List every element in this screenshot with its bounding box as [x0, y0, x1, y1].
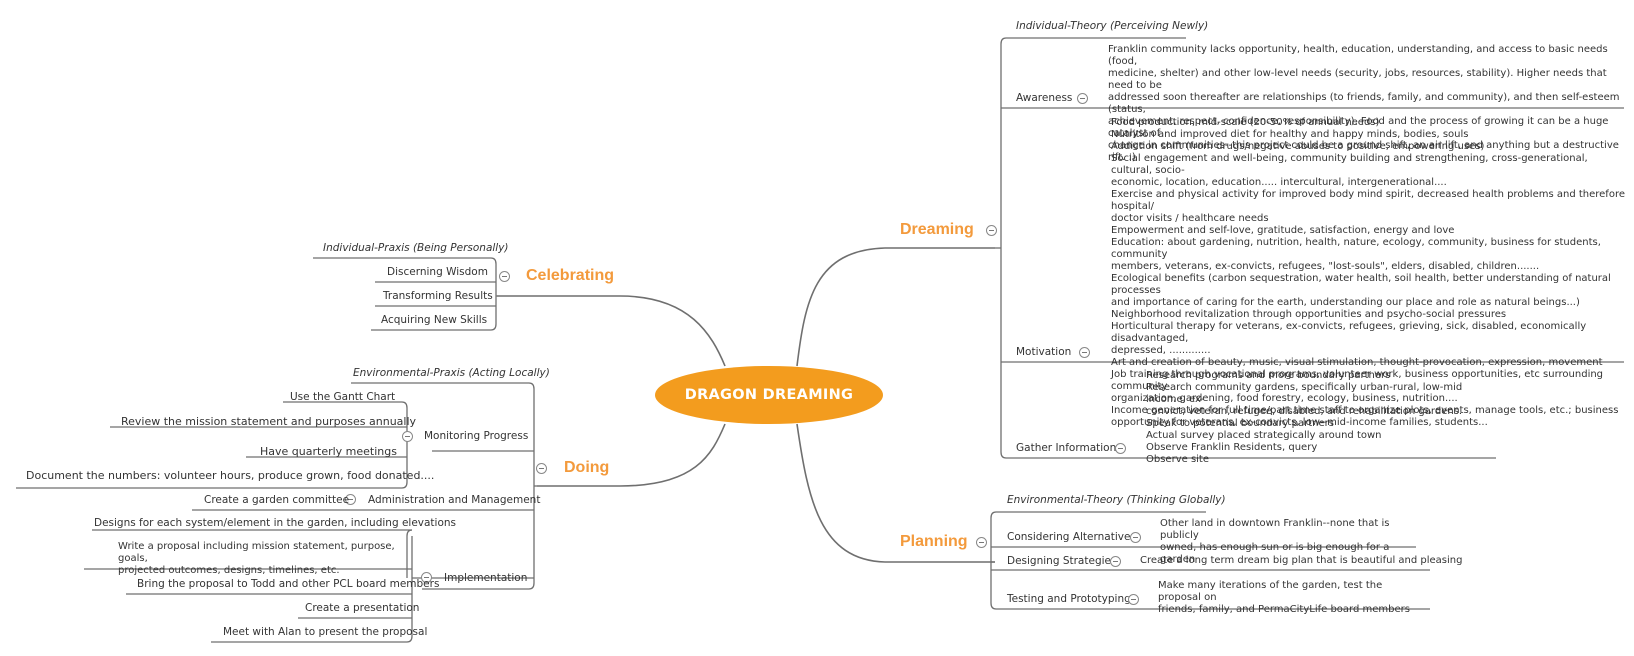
gather-information-text: Research programs and more boundary part…: [1146, 370, 1463, 465]
collapse-monitoring-progress-icon[interactable]: [402, 431, 413, 442]
implementation-item-create-presentation[interactable]: Create a presentation: [305, 602, 420, 614]
collapse-testing-prototyping-icon[interactable]: [1128, 594, 1139, 605]
monitoring-progress-label[interactable]: Monitoring Progress: [424, 430, 529, 442]
considering-alternatives-label[interactable]: Considering Alternatives: [1007, 531, 1136, 543]
testing-prototyping-text: Make many iterations of the garden, test…: [1158, 580, 1410, 615]
testing-prototyping-label[interactable]: Testing and Prototyping: [1007, 593, 1131, 605]
motivation-label[interactable]: Motivation: [1016, 346, 1072, 358]
link-central-doing: [537, 423, 726, 487]
considering-alternatives-text: Other land in downtown Franklin--none th…: [1160, 518, 1390, 565]
administration-management-label[interactable]: Administration and Management: [368, 494, 541, 506]
designing-strategies-text: Create a long term dream big plan that i…: [1140, 555, 1463, 566]
celebrating-item-transforming-results[interactable]: Transforming Results: [383, 290, 493, 302]
collapse-doing-icon[interactable]: [536, 463, 547, 474]
link-central-celebrating: [497, 295, 726, 367]
link-central-dreaming: [796, 247, 995, 367]
celebrating-header: Individual-Praxis (Being Personally): [323, 242, 509, 254]
branch-doing[interactable]: Doing: [564, 459, 610, 476]
collapse-gather-information-icon[interactable]: [1115, 443, 1126, 454]
implementation-item-bring-proposal[interactable]: Bring the proposal to Todd and other PCL…: [137, 578, 440, 590]
collapse-awareness-icon[interactable]: [1077, 93, 1088, 104]
collapse-considering-alternatives-icon[interactable]: [1130, 532, 1141, 543]
celebrating-item-acquiring-new-skills[interactable]: Acquiring New Skills: [381, 314, 488, 326]
monitoring-item-review-mission[interactable]: Review the mission statement and purpose…: [121, 415, 417, 428]
dreaming-header: Individual-Theory (Perceiving Newly): [1016, 20, 1209, 32]
implementation-item-meet-alan[interactable]: Meet with Alan to present the proposal: [223, 626, 428, 638]
awareness-label[interactable]: Awareness: [1016, 92, 1073, 104]
branch-planning[interactable]: Planning: [900, 533, 968, 550]
monitoring-item-gantt[interactable]: Use the Gantt Chart: [290, 391, 396, 403]
designing-strategies-label[interactable]: Designing Strategies: [1007, 555, 1117, 567]
awareness-text: Franklin community lacks opportunity, he…: [1108, 44, 1620, 163]
motivation-text: Food production, mid-scale (20-50% of an…: [1111, 117, 1625, 428]
central-topic[interactable]: DRAGON DREAMING: [655, 366, 883, 424]
planning-header: Environmental-Theory (Thinking Globally): [1007, 494, 1226, 506]
implementation-item-designs[interactable]: Designs for each system/element in the g…: [94, 517, 457, 529]
collapse-dreaming-icon[interactable]: [986, 225, 997, 236]
central-topic-label: DRAGON DREAMING: [684, 387, 854, 403]
collapse-motivation-icon[interactable]: [1079, 347, 1090, 358]
monitoring-item-quarterly-meetings[interactable]: Have quarterly meetings: [260, 445, 397, 458]
gather-information-label[interactable]: Gather Information: [1016, 442, 1117, 454]
branch-celebrating[interactable]: Celebrating: [526, 267, 615, 284]
collapse-implementation-icon[interactable]: [421, 572, 432, 583]
collapse-celebrating-icon[interactable]: [499, 271, 510, 282]
collapse-administration-icon[interactable]: [345, 494, 356, 505]
admin-item-garden-committee[interactable]: Create a garden committee: [204, 494, 350, 506]
branch-dreaming[interactable]: Dreaming: [900, 221, 974, 238]
collapse-planning-icon[interactable]: [976, 537, 987, 548]
celebrating-item-discerning-wisdom[interactable]: Discerning Wisdom: [387, 266, 488, 278]
implementation-label[interactable]: Implementation: [444, 572, 528, 584]
collapse-designing-strategies-icon[interactable]: [1110, 556, 1121, 567]
monitoring-item-document-numbers[interactable]: Document the numbers: volunteer hours, p…: [26, 469, 435, 482]
doing-header: Environmental-Praxis (Acting Locally): [353, 367, 550, 379]
link-central-planning: [796, 423, 995, 563]
implementation-item-proposal[interactable]: Write a proposal including mission state…: [118, 541, 395, 576]
